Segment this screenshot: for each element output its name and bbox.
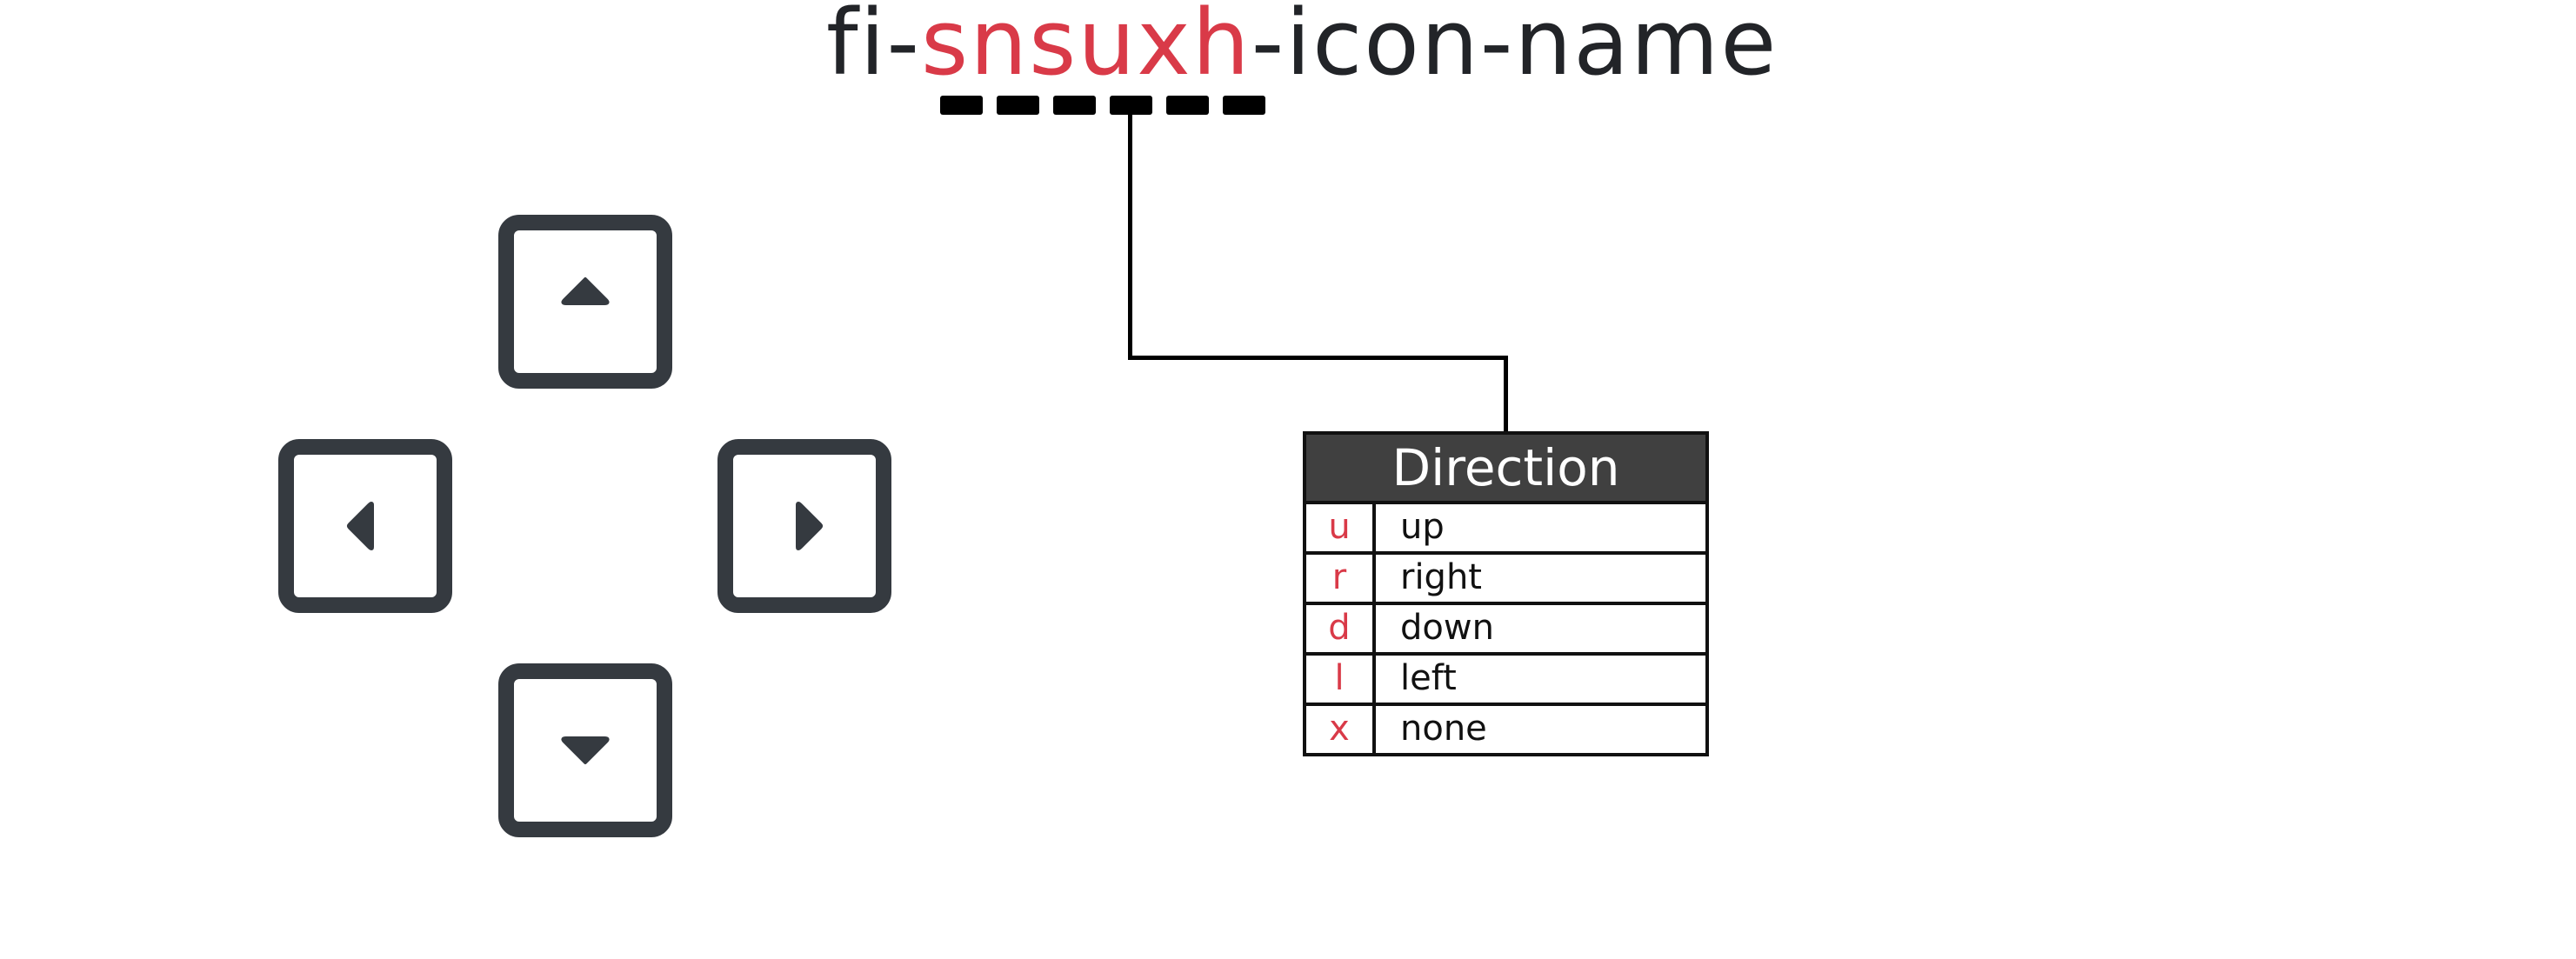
code-marker-2	[997, 96, 1039, 115]
arrow-down-square-icon	[498, 663, 672, 837]
legend-label: right	[1400, 557, 1482, 597]
title-prefix: fi-	[826, 0, 922, 96]
legend-label: up	[1400, 507, 1445, 547]
title-suffix: -icon-name	[1251, 0, 1779, 96]
connector-line-vertical-2	[1504, 356, 1508, 433]
legend-code: x	[1306, 706, 1376, 753]
icon-name-title: fi-snsuxh-icon-name	[826, 0, 1778, 90]
code-marker-1	[940, 96, 983, 115]
legend-row: l left	[1306, 656, 1705, 706]
connector-line-vertical-1	[1128, 113, 1132, 360]
code-marker-3	[1053, 96, 1096, 115]
legend-label: left	[1400, 658, 1457, 698]
code-marker-4	[1110, 96, 1152, 115]
direction-legend-table: Direction u up r right d down l left x n…	[1303, 431, 1709, 756]
legend-row: d down	[1306, 605, 1705, 656]
legend-row: x none	[1306, 706, 1705, 753]
legend-code: d	[1306, 605, 1376, 652]
arrow-left-square-icon	[278, 439, 452, 613]
connector-line-horizontal	[1128, 356, 1508, 360]
legend-label: none	[1400, 709, 1487, 749]
arrow-up-square-icon	[498, 215, 672, 389]
legend-code: u	[1306, 504, 1376, 551]
legend-header: Direction	[1306, 435, 1705, 504]
legend-code: l	[1306, 656, 1376, 703]
legend-row: u up	[1306, 504, 1705, 555]
legend-label: down	[1400, 608, 1494, 648]
title-code: snsuxh	[921, 0, 1251, 96]
arrow-right-square-icon	[717, 439, 891, 613]
legend-code: r	[1306, 555, 1376, 602]
code-marker-5	[1166, 96, 1209, 115]
legend-row: r right	[1306, 555, 1705, 605]
code-marker-6	[1223, 96, 1265, 115]
